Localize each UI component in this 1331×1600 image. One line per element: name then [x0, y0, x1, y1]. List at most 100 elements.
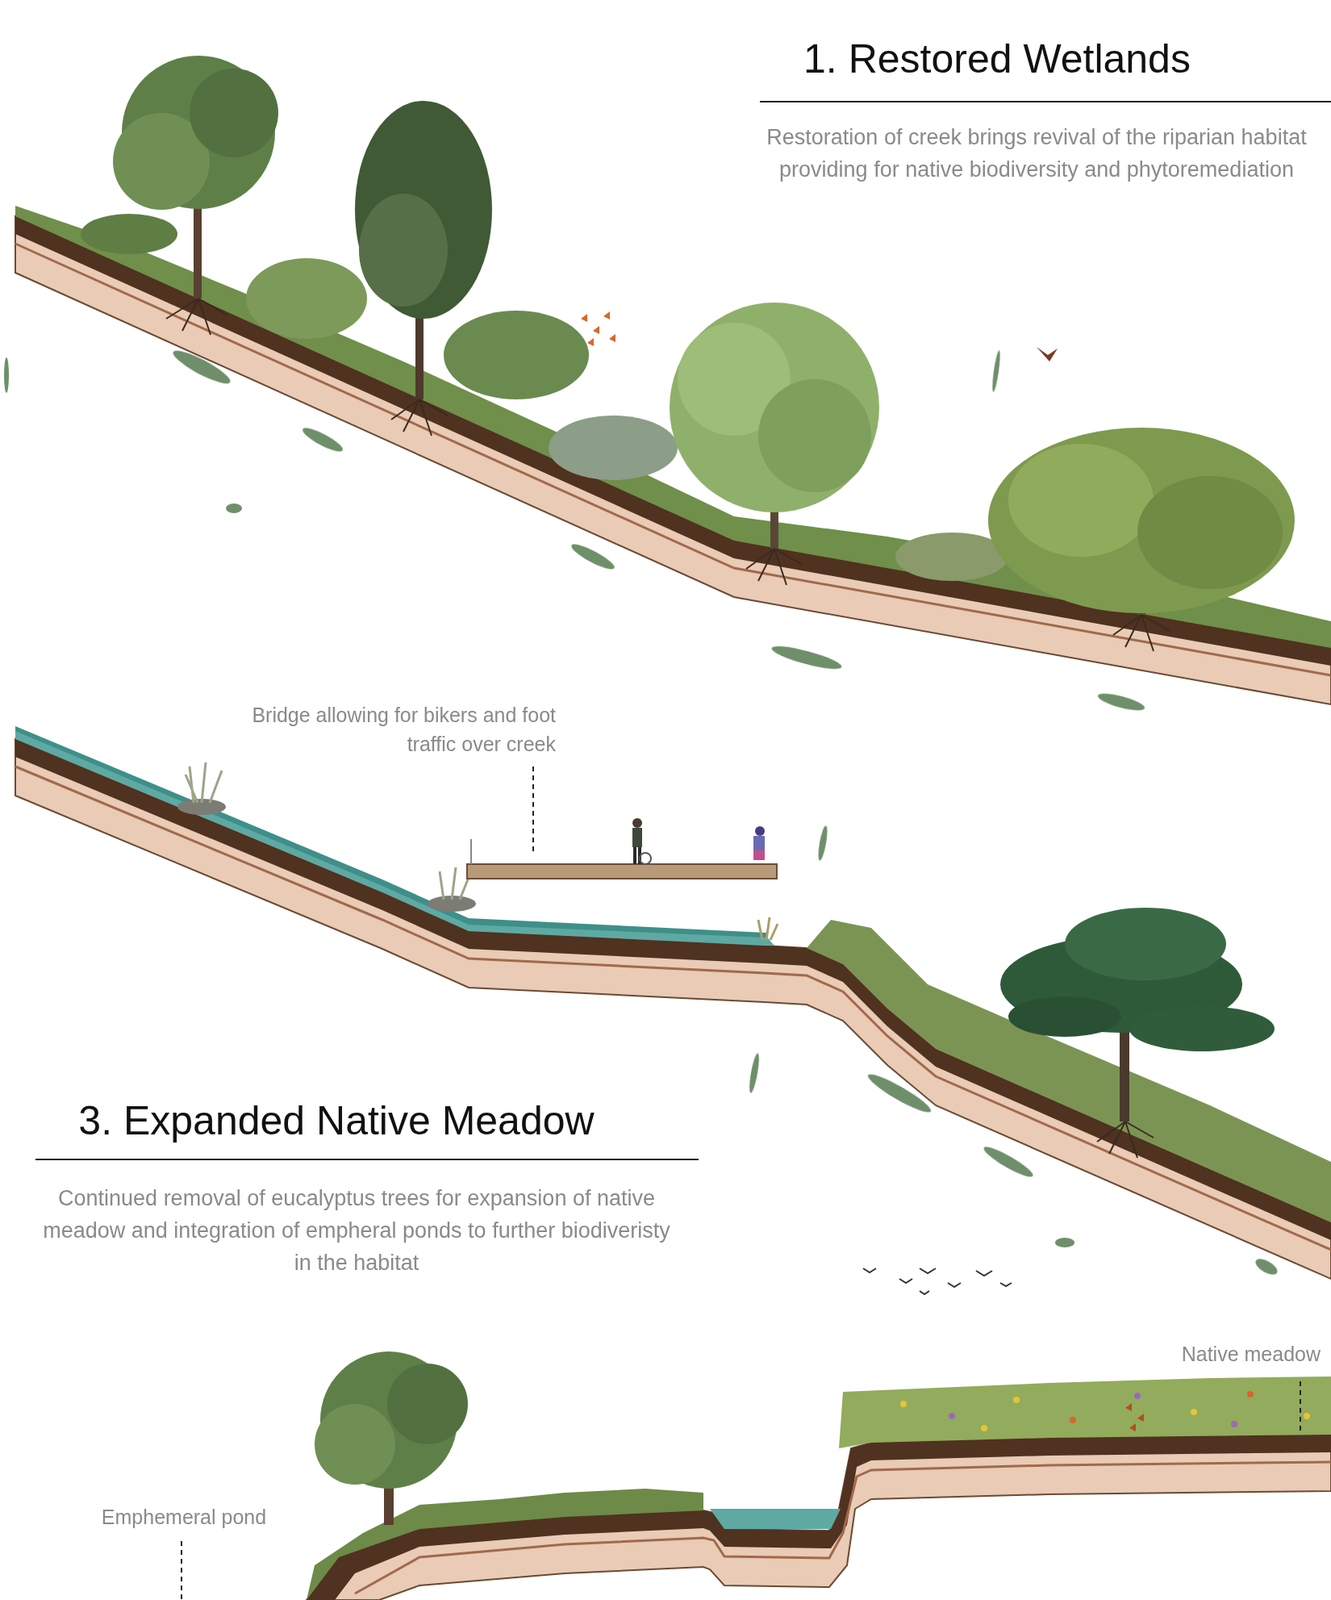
illustration-part: [391, 399, 448, 436]
illustration-part: [669, 302, 880, 513]
pond-water: [709, 1508, 841, 1529]
illustration-part: [467, 863, 777, 879]
illustration-part: [747, 1052, 762, 1094]
illustration-part: [80, 213, 178, 255]
illustration-part: [758, 917, 778, 940]
bird-flock: [863, 1268, 1012, 1294]
illustration-part: [1190, 1408, 1198, 1415]
tree-roots: [166, 298, 1170, 651]
cypress-tree: [1000, 907, 1275, 1158]
illustration-part: [4, 357, 9, 393]
illustration-part: [439, 867, 470, 900]
tree: [112, 55, 279, 299]
illustration-part: [919, 1290, 930, 1294]
illustration-part: [919, 1268, 936, 1273]
illustration-part: [753, 850, 765, 860]
illustration-part: [948, 1412, 956, 1419]
illustration-part: [632, 817, 643, 828]
illustration-part: [387, 1363, 468, 1444]
illustration-part: [1064, 907, 1227, 981]
leader-line: [532, 766, 535, 856]
section-creek: [15, 726, 1331, 1294]
heading-rule: [759, 100, 1331, 103]
illustration-part: [639, 852, 651, 864]
illustration-part: [1137, 475, 1283, 589]
callout-label: Native meadow: [1062, 1339, 1321, 1369]
section-heading: 1. Restored Wetlands: [666, 35, 1328, 83]
illustration-part: [746, 548, 803, 585]
illustration-part: [1013, 1396, 1020, 1403]
heading-rule: [35, 1158, 699, 1160]
illustration-part: [1119, 1024, 1130, 1122]
rock-grass-tufts: [177, 762, 778, 940]
illustration-part: [976, 1270, 993, 1276]
illustration-part: [633, 847, 637, 864]
illustration-part: [1230, 1420, 1238, 1427]
soil-strata: [306, 1434, 1331, 1600]
illustration-part: [895, 532, 1009, 581]
illustration-part: [1008, 996, 1122, 1037]
section-heading: 3. Expanded Native Meadow: [5, 1097, 668, 1144]
illustration-part: [988, 427, 1295, 614]
butterflies: [1125, 1402, 1144, 1432]
illustration-part: [1253, 1255, 1281, 1277]
leader-line: [180, 1540, 183, 1600]
illustration-part: [758, 379, 872, 493]
callout-label: Bridge allowing for bikers and foot traf…: [216, 700, 556, 759]
illustration-part: [225, 503, 242, 514]
illustration-part: [1113, 614, 1170, 651]
tree: [669, 302, 880, 549]
illustration-part: [300, 424, 346, 456]
bridge-users: [632, 817, 765, 864]
topsoil-layer: [306, 1434, 1331, 1600]
illustration-part: [1096, 689, 1147, 714]
footbridge: [467, 838, 777, 879]
illustration-part: [900, 1400, 907, 1407]
vegetation-band: [15, 205, 1331, 648]
illustration-part: [580, 311, 616, 347]
illustration-part: [1008, 443, 1154, 557]
section-native-meadow: [306, 1351, 1331, 1600]
illustration-part: [443, 310, 589, 400]
illustration-part: [990, 350, 1002, 393]
illustration-part: [358, 193, 448, 307]
illustration-part: [1055, 1237, 1075, 1248]
vegetation-band: [306, 1488, 704, 1600]
section-description: Restoration of creek brings revival of t…: [746, 121, 1327, 186]
illustration-part: [980, 1142, 1036, 1181]
soil-line: [15, 243, 1331, 676]
illustration-part: [185, 762, 222, 803]
illustration-part: [1000, 1282, 1012, 1286]
section-description: Continued removal of eucalyptus trees fo…: [37, 1181, 676, 1279]
section-restored-wetlands: [15, 55, 1331, 705]
illustration-part: [189, 68, 279, 158]
illustration-part: [354, 100, 493, 319]
callout-label: Emphemeral pond: [62, 1502, 305, 1532]
illustration-part: [755, 826, 765, 836]
meadow-flowers: [900, 1390, 1311, 1432]
illustration-part: [980, 1424, 988, 1432]
tree: [354, 100, 493, 400]
illustration-part: [1129, 1005, 1275, 1052]
illustration-part: [166, 298, 227, 335]
leader-line: [1299, 1381, 1302, 1435]
illustration-part: [1247, 1390, 1254, 1398]
illustration-part: [470, 838, 472, 864]
illustration-part: [1097, 1121, 1154, 1158]
illustration-part: [632, 827, 643, 847]
illustration-part: [947, 1282, 961, 1287]
butterflies: [580, 311, 616, 347]
illustration-part: [816, 825, 830, 862]
shrub-clumps: [80, 213, 1009, 581]
illustration-part: [1303, 1412, 1311, 1419]
meadow-vegetation: [838, 1376, 1331, 1448]
illustration-part: [1134, 1392, 1141, 1399]
illustration-part: [1069, 1416, 1077, 1423]
illustration-part: [568, 540, 618, 574]
bird: [1036, 346, 1058, 362]
illustration-part: [753, 835, 765, 851]
illustration-part: [899, 1278, 913, 1283]
vegetation-band: [806, 919, 1331, 1223]
soil-line: [15, 766, 1331, 1250]
